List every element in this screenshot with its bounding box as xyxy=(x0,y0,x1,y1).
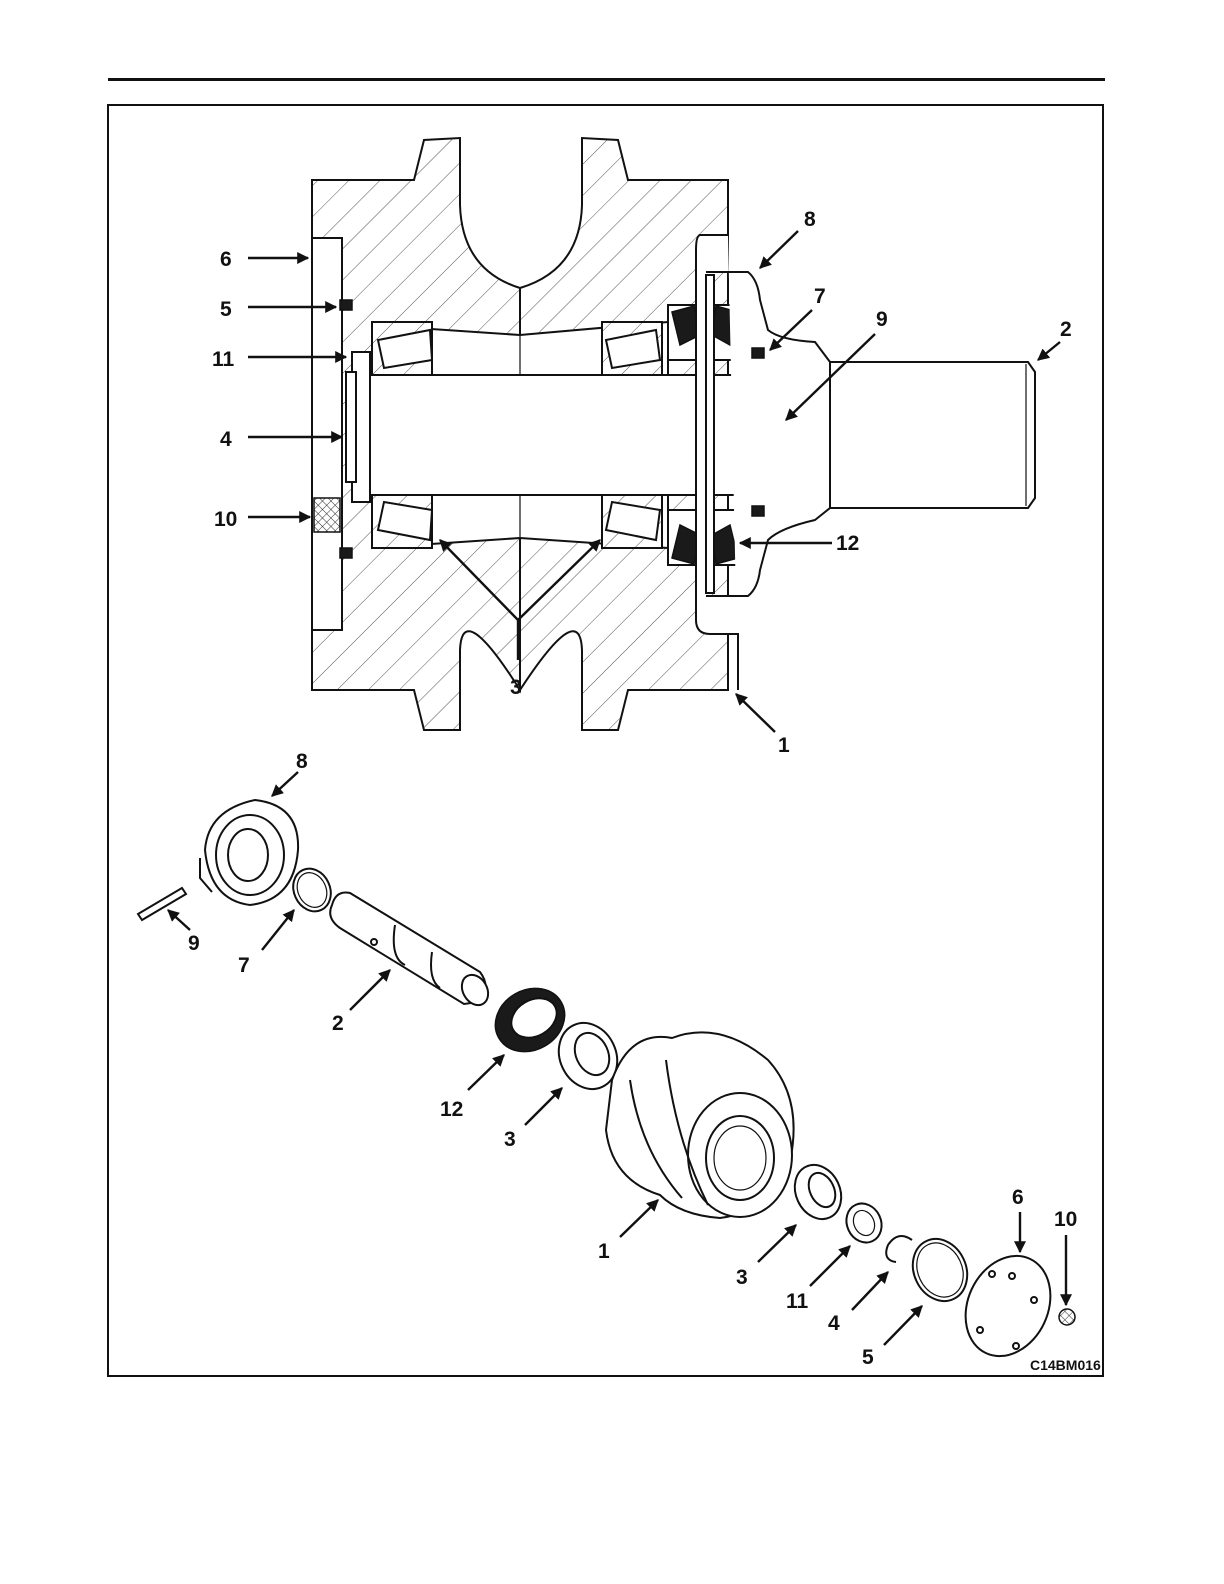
exploded-callout: 9 xyxy=(188,932,200,955)
roller-part xyxy=(606,1032,794,1218)
exploded-callout: 6 xyxy=(1012,1186,1024,1209)
cover-part xyxy=(950,1242,1066,1370)
o-ring-upper xyxy=(340,300,352,310)
washer-part xyxy=(840,1198,888,1249)
section-callout: 6 xyxy=(220,248,232,271)
exploded-callout: 12 xyxy=(440,1098,463,1121)
section-callout: 12 xyxy=(836,532,859,555)
figure-id: C14BM016 xyxy=(1030,1357,1101,1373)
exploded-callout: 5 xyxy=(862,1346,874,1369)
section-callout: 1 xyxy=(778,734,790,757)
o-ring-5 xyxy=(903,1230,977,1310)
shaft-end xyxy=(830,362,1035,508)
exploded-view xyxy=(138,800,1075,1370)
exploded-callout: 4 xyxy=(828,1312,840,1335)
o-ring-lower xyxy=(340,548,352,558)
exploded-callout: 11 xyxy=(786,1290,809,1313)
plug xyxy=(314,498,340,532)
exploded-callout: 3 xyxy=(736,1266,748,1289)
snap-ring-part xyxy=(886,1236,912,1262)
section-callout: 7 xyxy=(814,285,826,308)
snap-ring xyxy=(346,372,356,482)
end-cover xyxy=(312,238,342,630)
exploded-callout: 1 xyxy=(598,1240,610,1263)
exploded-callout: 10 xyxy=(1054,1208,1077,1231)
o-ring-collar-bottom xyxy=(752,506,764,516)
exploded-callout: 7 xyxy=(238,954,250,977)
exploded-callout: 2 xyxy=(332,1012,344,1035)
section-callout: 10 xyxy=(214,508,237,531)
collar-part xyxy=(200,800,298,905)
section-callout: 8 xyxy=(804,208,816,231)
plug-part xyxy=(1059,1309,1075,1325)
section-callout: 2 xyxy=(1060,318,1072,341)
section-callout: 4 xyxy=(220,428,232,451)
exploded-callout: 3 xyxy=(504,1128,516,1151)
section-callout: 5 xyxy=(220,298,232,321)
section-callout: 11 xyxy=(212,348,235,371)
section-callout: 9 xyxy=(876,308,888,331)
exploded-callout: 8 xyxy=(296,750,308,773)
pin-part xyxy=(138,888,186,920)
shaft-part xyxy=(330,893,493,1010)
section-view xyxy=(312,138,1035,730)
o-ring-collar-top xyxy=(752,348,764,358)
section-callout: 3 xyxy=(510,676,522,699)
